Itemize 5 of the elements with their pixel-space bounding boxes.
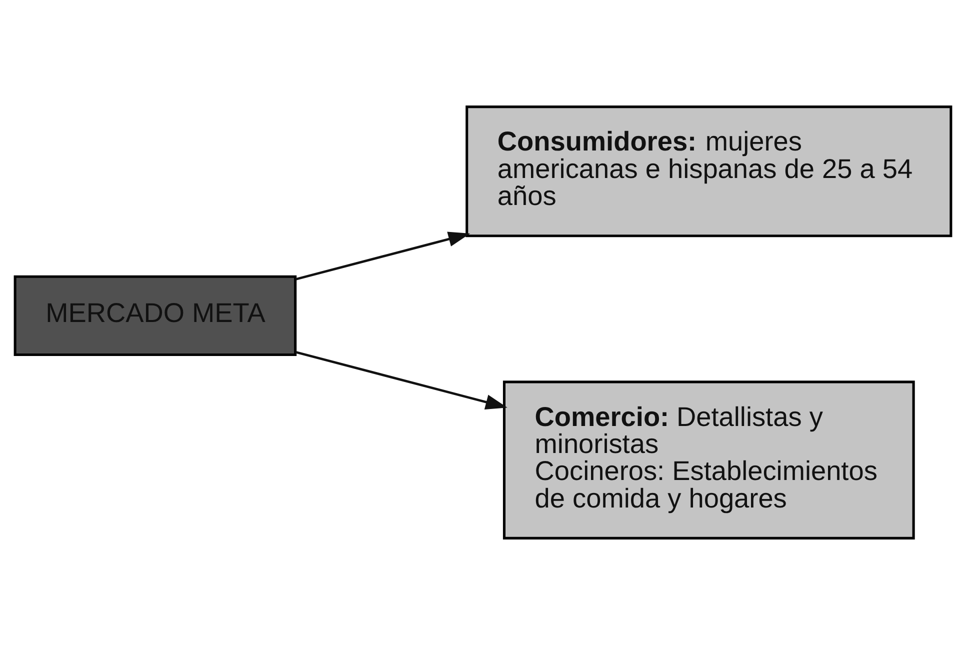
node-box: Consumidores: mujeres americanas e hispanas de 25 a 54 años: [466, 106, 952, 238]
node-box: MERCADO META: [14, 275, 297, 356]
node-box: Comercio: Detallistas y minoristas Cocineros: Establecimientos de comida y hogares: [502, 380, 915, 540]
arrow: [295, 350, 508, 410]
arrow: [295, 232, 470, 280]
